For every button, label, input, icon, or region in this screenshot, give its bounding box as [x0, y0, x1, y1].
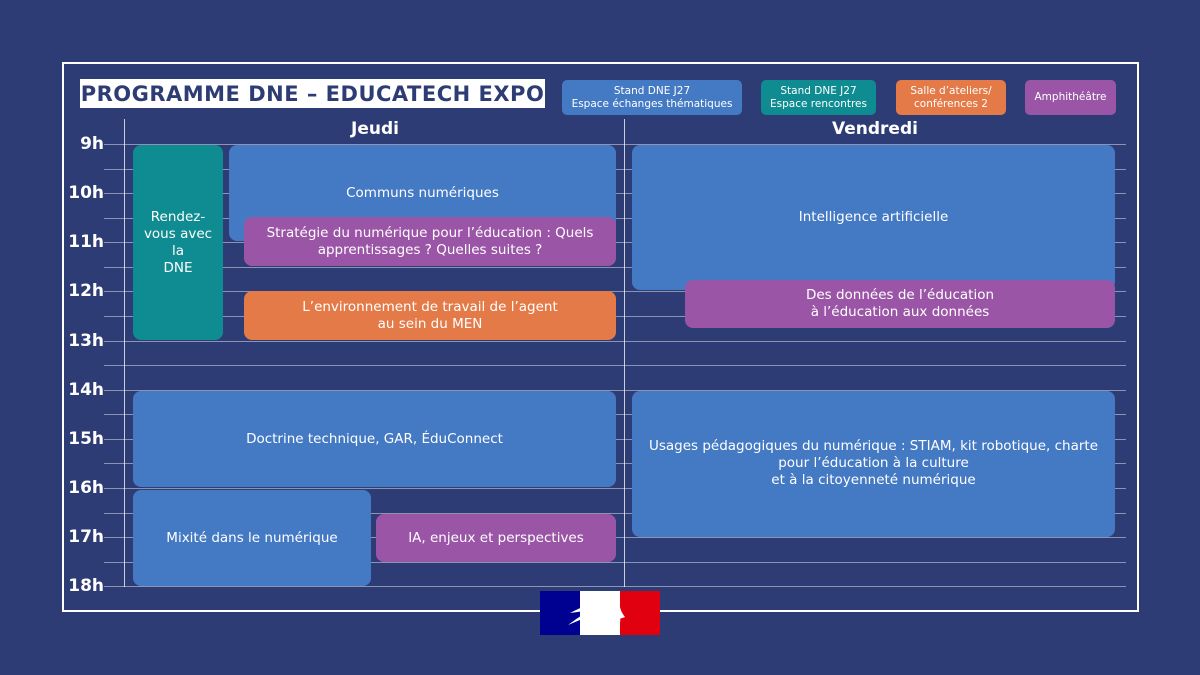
- hour-label: 13h: [68, 331, 104, 351]
- day-separator: [624, 119, 625, 587]
- event-line: Communs numériques: [346, 185, 499, 201]
- grid-line: [104, 390, 1126, 391]
- grid-line: [104, 341, 1126, 342]
- event-donnees-education[interactable]: Des données de l’éducation à l’éducation…: [685, 280, 1115, 328]
- hour-label: 18h: [68, 576, 104, 596]
- grid-line: [104, 365, 1126, 366]
- marianne-profile-icon: [568, 594, 625, 633]
- event-mixite-numerique[interactable]: Mixité dans le numérique: [133, 490, 371, 586]
- grid-line: [104, 586, 1126, 587]
- grid-line: [104, 144, 1126, 145]
- legend-item-stand-echanges: Stand DNE J27 Espace échanges thématique…: [562, 80, 742, 115]
- event-doctrine-technique[interactable]: Doctrine technique, GAR, ÉduConnect: [133, 391, 616, 487]
- legend-item-salle-ateliers: Salle d’ateliers/ conférences 2: [896, 80, 1006, 115]
- legend-line: conférences 2: [914, 97, 988, 110]
- legend-line: Stand DNE J27: [780, 84, 857, 97]
- hour-label: 12h: [68, 281, 104, 301]
- event-line: Rendez-: [150, 208, 206, 225]
- event-line: et à la citoyenneté numérique: [771, 472, 976, 488]
- legend-item-stand-rencontres: Stand DNE J27 Espace rencontres: [761, 80, 876, 115]
- event-rendez-vous-dne[interactable]: Rendez- vous avec la DNE: [133, 145, 223, 340]
- marianne-logo-icon: [540, 591, 660, 635]
- event-strategie-numerique[interactable]: Stratégie du numérique pour l’éducation …: [244, 217, 616, 266]
- legend-line: Salle d’ateliers/: [910, 84, 992, 97]
- event-line: Mixité dans le numérique: [166, 529, 338, 546]
- flag-red-band: [620, 591, 660, 635]
- legend-item-amphitheatre: Amphithéâtre: [1025, 80, 1116, 115]
- flag-blue-band: [540, 591, 580, 635]
- legend-line: Stand DNE J27: [613, 84, 691, 97]
- event-line: IA, enjeux et perspectives: [408, 529, 584, 546]
- event-line: Intelligence artificielle: [798, 209, 949, 225]
- event-line: Des données de l’éducation: [805, 287, 995, 303]
- grid-line: [104, 267, 1126, 268]
- hour-label: 9h: [80, 134, 104, 154]
- event-line: L’environnement de travail de l’agent: [302, 298, 558, 315]
- event-line: vous avec la: [143, 225, 213, 259]
- axis-line: [124, 119, 125, 587]
- grid-line: [104, 513, 1126, 514]
- event-line: Usages pédagogiques du numérique : STIAM…: [648, 438, 1099, 454]
- hour-label: 10h: [68, 183, 104, 203]
- day-header-vendredi: Vendredi: [832, 119, 918, 139]
- event-line: à l’éducation aux données: [810, 304, 990, 320]
- event-line: DNE: [163, 259, 193, 276]
- page-title: PROGRAMME DNE – EDUCATECH EXPO: [80, 79, 545, 108]
- event-line: Doctrine technique, GAR, ÉduConnect: [246, 430, 503, 447]
- event-line: pour l’éducation à la culture: [778, 455, 969, 471]
- grid-line: [104, 488, 1126, 489]
- legend-line: Espace rencontres: [770, 97, 867, 110]
- event-line: au sein du MEN: [377, 315, 483, 332]
- hour-label: 11h: [68, 232, 104, 252]
- hour-label: 17h: [68, 527, 104, 547]
- hour-label: 16h: [68, 478, 104, 498]
- grid-line: [104, 562, 1126, 563]
- event-intelligence-artificielle[interactable]: Intelligence artificielle: [632, 145, 1115, 290]
- event-usages-pedagogiques[interactable]: Usages pédagogiques du numérique : STIAM…: [632, 391, 1115, 537]
- legend-line: Amphithéâtre: [1034, 91, 1107, 103]
- grid-line: [104, 291, 1126, 292]
- event-ia-enjeux[interactable]: IA, enjeux et perspectives: [376, 514, 616, 562]
- event-environnement-travail[interactable]: L’environnement de travail de l’agent au…: [244, 291, 616, 340]
- event-line: Stratégie du numérique pour l’éducation …: [266, 224, 594, 241]
- event-line: apprentissages ? Quelles suites ?: [317, 241, 543, 258]
- hour-label: 14h: [68, 380, 104, 400]
- legend-line: Espace échanges thématiques: [571, 97, 733, 110]
- day-header-jeudi: Jeudi: [351, 119, 399, 139]
- hour-label: 15h: [68, 429, 104, 449]
